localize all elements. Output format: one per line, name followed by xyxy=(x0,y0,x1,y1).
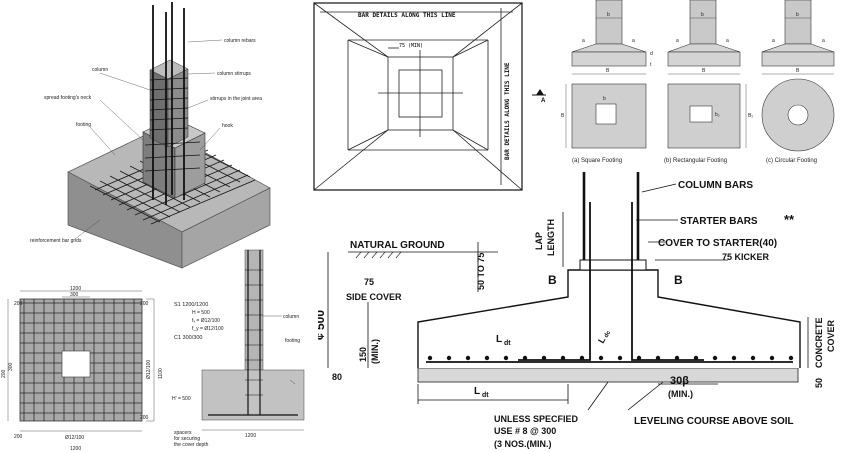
svg-text:USE # 8 @ 300: USE # 8 @ 300 xyxy=(494,426,556,436)
svg-text:a: a xyxy=(676,38,679,44)
svg-text:¢ 500: ¢ 500 xyxy=(318,310,327,340)
svg-text:b: b xyxy=(796,12,799,18)
label-reinforcement: reinforcement bar grids xyxy=(30,238,82,244)
svg-text:L: L xyxy=(596,335,608,345)
svg-text:50: 50 xyxy=(814,378,824,388)
label-column-bars: COLUMN BARS xyxy=(678,180,753,191)
svg-text:the cover depth: the cover depth xyxy=(174,442,209,448)
svg-text:f_y = Ø12/100: f_y = Ø12/100 xyxy=(192,326,224,332)
svg-text:(3 NOS.(MIN.): (3 NOS.(MIN.) xyxy=(494,439,552,449)
svg-text:(MIN.): (MIN.) xyxy=(370,339,380,364)
svg-text:(MIN.): (MIN.) xyxy=(668,389,693,399)
svg-text:H' = 500: H' = 500 xyxy=(172,396,191,402)
grid-plan-diagram: 1200 300 200 200 200 200 Ø12/100 1100 30… xyxy=(0,283,170,452)
svg-text:75: 75 xyxy=(364,277,374,287)
label-footing: footing xyxy=(76,122,91,128)
svg-text:S1 1200/1200: S1 1200/1200 xyxy=(174,302,208,308)
label-spread-neck: spread footing's neck xyxy=(44,95,92,101)
svg-text:for securing: for securing xyxy=(174,436,200,442)
svg-text:footing: footing xyxy=(285,338,300,344)
svg-text:B: B xyxy=(561,113,565,119)
svg-text:b: b xyxy=(701,12,704,18)
label-leveling-course: LEVELING COURSE ABOVE SOIL xyxy=(634,416,794,427)
svg-text:COVER: COVER xyxy=(826,319,836,352)
label-stirrups-joint: stirrups in the joint area xyxy=(210,96,262,102)
svg-text:**: ** xyxy=(784,212,795,227)
svg-text:CONCRETE: CONCRETE xyxy=(814,317,824,368)
svg-text:200: 200 xyxy=(14,301,23,307)
label-column-stirrups: column stirrups xyxy=(217,71,251,77)
svg-text:a: a xyxy=(632,38,635,44)
svg-text:H = 500: H = 500 xyxy=(192,310,210,316)
svg-text:C1 300/300: C1 300/300 xyxy=(174,335,202,341)
svg-text:B: B xyxy=(606,68,610,74)
svg-text:SIDE COVER: SIDE COVER xyxy=(346,292,402,302)
section-marker: A xyxy=(532,89,546,104)
label-cover-to-starter: COVER TO STARTER(40) xyxy=(658,238,777,249)
section-schedule-diagram: S1 1200/1200 H = 500 fₓ = Ø12/100 f_y = … xyxy=(170,240,310,452)
caption-circular-footing: (c) Circular Footing xyxy=(766,158,817,164)
isometric-footing-diagram: column rebars column column stirrups spr… xyxy=(0,0,300,275)
svg-text:fₓ = Ø12/100: fₓ = Ø12/100 xyxy=(192,318,220,324)
svg-text:B₂: B₂ xyxy=(748,113,753,119)
caption-rect-footing: (b) Rectangular Footing xyxy=(664,158,727,164)
svg-text:dt: dt xyxy=(482,392,489,399)
svg-text:UNLESS SPECFIED: UNLESS SPECFIED xyxy=(494,414,579,424)
footing-types-diagram: b b b a a a a a a d t B B B B B₂ b b₂ (a… xyxy=(560,0,842,170)
svg-text:a: a xyxy=(582,38,585,44)
plan-title: BAR DETAILS ALONG THIS LINE xyxy=(358,12,456,19)
svg-text:B: B xyxy=(702,68,706,74)
svg-text:a: a xyxy=(822,38,825,44)
caption-square-footing: (a) Square Footing xyxy=(572,158,622,164)
svg-text:t: t xyxy=(650,62,652,68)
label-column: column xyxy=(92,67,108,73)
svg-text:B: B xyxy=(674,273,683,287)
svg-text:200: 200 xyxy=(140,415,149,421)
svg-text:L: L xyxy=(474,386,480,397)
svg-text:75 KICKER: 75 KICKER xyxy=(722,252,770,262)
svg-text:1200: 1200 xyxy=(70,286,81,292)
svg-text:dt: dt xyxy=(504,340,511,347)
svg-text:300: 300 xyxy=(70,292,79,298)
label-natural-ground: NATURAL GROUND xyxy=(350,240,445,251)
svg-text:80: 80 xyxy=(332,372,342,382)
svg-text:B: B xyxy=(548,273,557,287)
svg-text:LENGTH: LENGTH xyxy=(546,219,556,256)
svg-text:dc: dc xyxy=(604,329,613,339)
svg-text:50 TO 75: 50 TO 75 xyxy=(476,253,486,290)
svg-text:1100: 1100 xyxy=(158,368,164,379)
svg-text:LAP: LAP xyxy=(534,232,544,250)
plan-min-dim: 75 (MIN) xyxy=(399,43,423,49)
svg-text:b: b xyxy=(607,12,610,18)
label-starter-bars: STARTER BARS xyxy=(680,216,758,227)
svg-text:1200: 1200 xyxy=(245,433,256,439)
svg-text:200: 200 xyxy=(14,434,23,440)
svg-text:Ø12/100: Ø12/100 xyxy=(65,435,84,441)
svg-text:300: 300 xyxy=(8,362,14,371)
svg-text:column: column xyxy=(283,314,299,320)
svg-text:d: d xyxy=(650,51,653,57)
label-hook: hook xyxy=(222,123,233,129)
svg-text:L: L xyxy=(496,334,502,345)
plan-view-diagram: BAR DETAILS ALONG THIS LINE BAR DETAILS … xyxy=(308,0,530,196)
svg-text:a: a xyxy=(726,38,729,44)
plan-side-title: BAR DETAILS ALONG THIS LINE xyxy=(504,62,511,160)
svg-text:150: 150 xyxy=(358,347,368,362)
svg-text:b: b xyxy=(603,96,606,102)
svg-text:200: 200 xyxy=(140,301,149,307)
svg-text:B: B xyxy=(796,68,800,74)
svg-text:a: a xyxy=(772,38,775,44)
svg-text:spacers: spacers xyxy=(174,430,192,436)
svg-text:200: 200 xyxy=(1,369,7,378)
svg-text:1200: 1200 xyxy=(70,446,81,452)
svg-text:Ø12/100: Ø12/100 xyxy=(146,360,152,379)
label-column-rebars: column rebars xyxy=(224,38,256,44)
svg-text:A: A xyxy=(541,98,546,104)
svg-text:b₂: b₂ xyxy=(715,112,720,118)
footing-detail-diagram: COLUMN BARS STARTER BARS ** LAP LENGTH C… xyxy=(318,172,842,452)
svg-text:30β: 30β xyxy=(670,375,689,387)
